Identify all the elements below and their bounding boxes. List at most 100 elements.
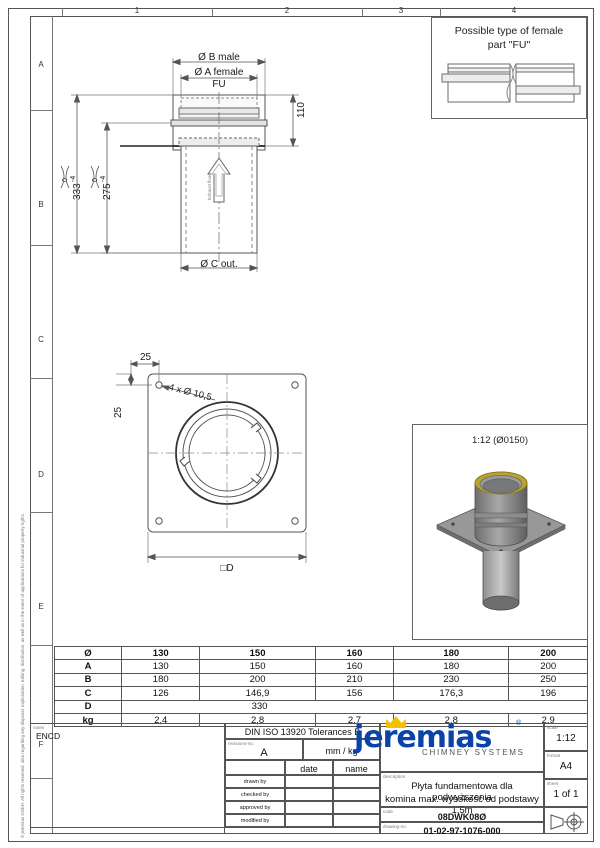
table-cell: 200 bbox=[508, 645, 588, 661]
signoff-footer-cell bbox=[30, 827, 380, 834]
sheet-cell: sheet 1 of 1 bbox=[544, 779, 588, 807]
format-value: A4 bbox=[559, 761, 573, 772]
table-cell: 126 bbox=[120, 686, 201, 701]
plan-dim-25-left: 25 bbox=[113, 406, 124, 418]
fu-label: FU bbox=[212, 79, 226, 90]
copyright-notice: © jeremias GmbH. All rights reserved, al… bbox=[20, 512, 25, 838]
dim-c-out-label: Ø C out. bbox=[200, 259, 238, 270]
format-cell: format A4 bbox=[544, 751, 588, 779]
modified-by-label: modified by bbox=[240, 818, 270, 824]
notes-tag: notes bbox=[33, 725, 45, 730]
female-part-sketch bbox=[441, 63, 581, 103]
revisions-tag: revisions-no. bbox=[228, 741, 255, 746]
table-cell: 180 bbox=[393, 645, 510, 661]
signoff-row-approved-name[interactable] bbox=[333, 801, 380, 814]
plan-dim-d-label: □D bbox=[220, 563, 234, 574]
iso-view-box: 1:12 (Ø0150) bbox=[412, 424, 588, 640]
revisions-value: A bbox=[260, 747, 268, 759]
table-cell: 230 bbox=[393, 672, 510, 688]
units-cell: mm / kg bbox=[303, 739, 380, 760]
name-header-cell: name bbox=[333, 760, 380, 775]
signoff-row-approved-date[interactable] bbox=[285, 801, 333, 814]
date-header-cell: date bbox=[285, 760, 333, 775]
dim-333-tol-bracket bbox=[60, 165, 70, 189]
detail-title-line1: Possible type of female bbox=[454, 25, 564, 37]
table-cell: 150 bbox=[199, 659, 316, 674]
logo-wordmark: jeremias bbox=[354, 720, 492, 755]
dim-a-female-label: Ø A female bbox=[194, 67, 244, 78]
units-value: mm / kg bbox=[325, 746, 358, 756]
drawing-no-tag: drawing-no. bbox=[383, 824, 408, 829]
zone-label-row-e: E bbox=[38, 602, 44, 611]
logo-tagline: CHIMNEY SYSTEMS bbox=[422, 748, 525, 757]
table-cell: 150 bbox=[199, 645, 316, 661]
approved-by-label: approved by bbox=[239, 805, 271, 811]
zone-label-col-2: 2 bbox=[284, 6, 290, 15]
exhaust-flow-label: Exhaust flow bbox=[207, 175, 212, 200]
dim-b-male-label: Ø B male bbox=[198, 52, 240, 63]
dim-275-tol-bracket bbox=[90, 165, 100, 189]
signoff-row-modified-name[interactable] bbox=[333, 814, 380, 827]
crown-icon bbox=[386, 716, 406, 728]
signoff-row-checked-date[interactable] bbox=[285, 788, 333, 801]
table-cell: 130 bbox=[120, 659, 201, 674]
table-cell: 176,3 bbox=[393, 686, 510, 701]
zone-label-col-4: 4 bbox=[511, 6, 517, 15]
code-value: 08DWK08Ø bbox=[437, 812, 487, 822]
zone-label-row-d: D bbox=[38, 470, 44, 479]
zone-label-col-3: 3 bbox=[398, 6, 404, 15]
plan-view bbox=[116, 360, 308, 563]
checked-by-label: checked by bbox=[240, 792, 270, 798]
sheet-tag: sheet bbox=[547, 781, 559, 786]
iso-product-render bbox=[436, 471, 566, 611]
zone-label-row-c: C bbox=[38, 335, 44, 344]
table-cell: 250 bbox=[508, 672, 588, 688]
table-cell: 146,9 bbox=[199, 686, 316, 701]
detail-title-line2: part "FU" bbox=[487, 39, 531, 51]
zone-label-row-b: B bbox=[38, 200, 44, 209]
projection-symbol-cell bbox=[544, 807, 588, 834]
table-cell: 130 bbox=[120, 645, 201, 661]
table-row-label: C bbox=[54, 686, 122, 701]
zone-label-row-a: A bbox=[38, 60, 44, 69]
signoff-row-drawn-date[interactable] bbox=[285, 775, 333, 788]
scale-tag: scale bbox=[547, 725, 558, 730]
title-block: notes ENCD DIN ISO 13920 Tolerances B re… bbox=[30, 723, 588, 836]
signoff-row-approved-label: approved by bbox=[225, 801, 285, 814]
jeremias-logo: jeremias ® CHIMNEY SYSTEMS bbox=[340, 716, 540, 760]
table-cell: 180 bbox=[393, 659, 510, 674]
signoff-row-modified-label: modified by bbox=[225, 814, 285, 827]
signoff-blank-cell bbox=[225, 760, 285, 775]
table-cell: 200 bbox=[199, 672, 316, 688]
table-cell: 160 bbox=[314, 659, 395, 674]
scale-cell: scale 1:12 bbox=[544, 723, 588, 751]
drawn-by-label: drawn by bbox=[243, 779, 267, 785]
table-row-label: B bbox=[54, 672, 122, 688]
description-line2: komina max. wysokość od podstawy 1,5m bbox=[385, 794, 539, 816]
sheet-outer-border bbox=[8, 8, 594, 842]
dim-110-label: 110 bbox=[296, 102, 307, 118]
signoff-row-modified-date[interactable] bbox=[285, 814, 333, 827]
format-tag: format bbox=[547, 753, 561, 758]
registered-trademark-icon: ® bbox=[516, 720, 522, 727]
description-tag: description bbox=[383, 774, 406, 779]
signoff-row-drawn-name[interactable] bbox=[333, 775, 380, 788]
signoff-row-checked-name[interactable] bbox=[333, 788, 380, 801]
drawing-no-value: 01-02-97-1076-000 bbox=[423, 826, 501, 836]
logo-cell bbox=[380, 723, 544, 772]
table-cell: 330 bbox=[121, 699, 588, 714]
zone-label-row-f: F bbox=[38, 740, 44, 749]
scale-value: 1:12 bbox=[556, 733, 576, 744]
table-cell: 180 bbox=[120, 672, 201, 688]
table-row-label: Ø bbox=[54, 645, 122, 661]
zone-label-col-1: 1 bbox=[134, 6, 140, 15]
revisions-cell: revisions-no. A bbox=[225, 739, 303, 760]
date-header: date bbox=[300, 764, 318, 774]
